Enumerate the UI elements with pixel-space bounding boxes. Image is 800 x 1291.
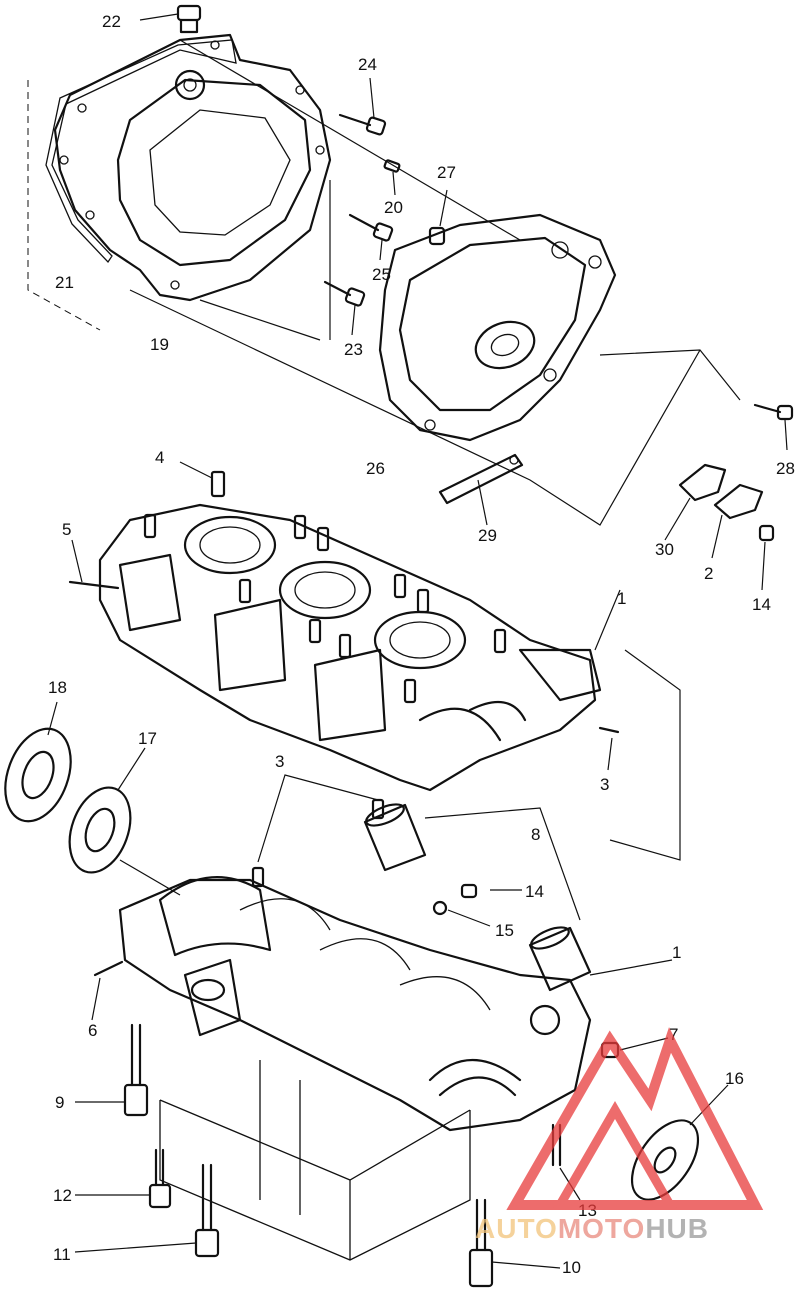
crankcase-bolts	[74, 1023, 581, 1288]
callout-17: 17	[138, 729, 157, 748]
plate-30	[678, 463, 727, 502]
watermark-auto: AUTO	[475, 1213, 558, 1244]
bolt-28	[753, 403, 782, 414]
svg-text:AUTOMOTOHUB: AUTOMOTOHUB	[475, 1213, 709, 1244]
watermark-moto: MOTO	[558, 1213, 645, 1244]
callout-6: 6	[88, 1021, 97, 1040]
bushing-27	[428, 226, 446, 246]
callout-21: 21	[55, 273, 74, 292]
callout-9: 9	[55, 1093, 64, 1112]
callout-2: 2	[704, 564, 713, 583]
callout-8: 8	[531, 825, 540, 844]
callout-14-top: 14	[752, 595, 771, 614]
callout-12: 12	[53, 1186, 72, 1205]
callout-5: 5	[62, 520, 71, 539]
callout-7: 7	[669, 1025, 678, 1044]
gasket-2	[713, 483, 764, 520]
callout-11: 11	[53, 1245, 71, 1264]
cover-gasket	[45, 39, 237, 264]
callout-26: 26	[366, 459, 385, 478]
callout-19: 19	[150, 335, 169, 354]
flywheel-cover	[53, 33, 332, 302]
bolt-14-top	[758, 524, 775, 542]
lower-crankcase	[118, 876, 592, 1261]
callout-15: 15	[495, 921, 514, 940]
callout-29: 29	[478, 526, 497, 545]
callout-22: 22	[102, 12, 121, 31]
callout-14-mid: 14	[525, 882, 544, 901]
watermark-logo: AUTOMOTOHUB	[475, 1027, 764, 1244]
callout-30: 30	[655, 540, 674, 559]
oil-cap	[139, 4, 202, 34]
callout-labels: 22 24 20 21 27 25 19 23 26 28 4 29 5 30 …	[48, 12, 795, 1277]
callout-10: 10	[562, 1258, 581, 1277]
callout-3-right: 3	[600, 775, 609, 794]
callout-24: 24	[358, 55, 377, 74]
dowels-and-sleeves	[251, 774, 592, 992]
magneto-housing	[378, 213, 617, 442]
callout-25: 25	[372, 265, 391, 284]
upper-crankcase	[68, 470, 620, 792]
plate-29	[438, 453, 524, 505]
callout-23: 23	[344, 340, 363, 359]
callout-16: 16	[725, 1069, 744, 1088]
callout-27: 27	[437, 163, 456, 182]
callout-20: 20	[384, 198, 403, 217]
watermark-hub: HUB	[645, 1213, 709, 1244]
callout-28: 28	[776, 459, 795, 478]
callout-4: 4	[155, 448, 164, 467]
callout-18: 18	[48, 678, 67, 697]
callout-1-top: 1	[617, 589, 626, 608]
callout-3-left: 3	[275, 752, 284, 771]
callout-1-bottom: 1	[672, 943, 681, 962]
